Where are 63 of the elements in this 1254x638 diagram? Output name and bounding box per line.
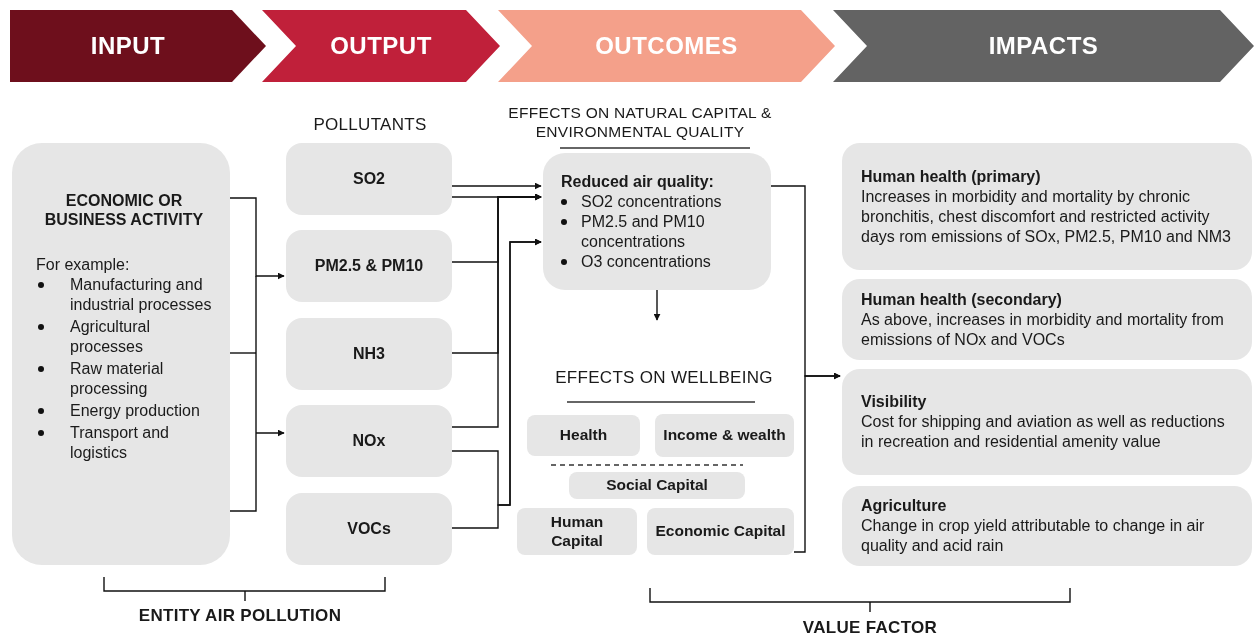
chevron-banner [833, 10, 1254, 82]
impact-description: As above, increases in morbidity and mortality from emissions of NOx and VOCs [861, 309, 1225, 350]
stage-title: OUTCOMES [595, 32, 738, 60]
box-label: PM2.5 & PM10 [314, 256, 424, 276]
box-heading: ECONOMIC OR BUSINESS ACTIVITY [43, 191, 205, 230]
wellbeing-box [647, 508, 794, 555]
impact-box [842, 486, 1252, 566]
impact-heading: Human health (primary) [861, 166, 1042, 187]
impact-box [842, 369, 1252, 475]
connector-arrow [451, 193, 542, 428]
wellbeing-box [517, 508, 637, 555]
impact-heading: Human health (secondary) [861, 289, 1063, 310]
pollutant-box [286, 493, 452, 565]
box-label: NH3 [353, 344, 385, 364]
stage-title: INPUT [90, 32, 166, 60]
bracket-label: ENTITY AIR POLLUTION [137, 606, 343, 627]
connector-line [229, 352, 257, 354]
stage-title: IMPACTS [988, 32, 1099, 60]
intro-text: For example: [36, 255, 131, 276]
wellbeing-box [569, 472, 745, 499]
impact-heading: Agriculture [861, 496, 948, 516]
impact-description: Change in crop yield attributable to change in air quality and acid rain [861, 516, 1206, 556]
wellbeing-box [655, 414, 794, 457]
activity-box [12, 143, 230, 565]
impact-description: Cost for shipping and aviation as well as reductions in recreation and residential amenity value [861, 412, 1226, 452]
box-label: Human Capital [549, 512, 605, 551]
connector-arrow [451, 182, 542, 190]
bullet-item: Energy production [70, 401, 200, 422]
section-heading: EFFECTS ON NATURAL CAPITAL & ENVIRONMENTAL QUALITY [507, 104, 773, 142]
box-label: Income & wealth [663, 426, 786, 445]
box-label: VOCs [347, 519, 391, 539]
bullet-item: Manufacturing and industrial processes [70, 275, 212, 316]
bullet-item: O3 concentrations [581, 251, 711, 272]
outcome-box [543, 153, 771, 290]
bullet-item: PM2.5 and PM10 concentrations [581, 211, 706, 252]
pollutant-box [286, 230, 452, 302]
impact-box [842, 279, 1252, 360]
section-heading: POLLUTANTS [312, 115, 428, 136]
bracket-label: VALUE FACTOR [801, 618, 939, 638]
pollutant-box [286, 405, 452, 477]
wellbeing-box [527, 415, 640, 456]
connector-arrow [653, 289, 661, 321]
pollutant-box [286, 143, 452, 215]
section-heading: EFFECTS ON WELLBEING [554, 368, 774, 389]
pollutant-box [286, 318, 452, 390]
box-label: Health [559, 426, 608, 445]
stage-title: OUTPUT [330, 32, 432, 60]
box-label: Economic Capital [655, 522, 786, 541]
impact-description: Increases in morbidity and mortality by chronic bronchitis, chest discomfort and restricted activity days rom emissions of SOx, PM2.5, PM10 and NM3 [861, 186, 1232, 247]
impact-heading: Visibility [861, 392, 928, 412]
bullet-item: Agricultural processes [70, 317, 152, 358]
bullet-item: Raw material processing [70, 359, 165, 400]
box-label: NOx [352, 431, 386, 451]
box-label: Social Capital [606, 476, 708, 495]
bullet-item: SO2 concentrations [581, 191, 722, 212]
box-heading: Reduced air quality: [561, 171, 715, 192]
connector-arrow [793, 372, 841, 553]
bullet-item: Transport and logistics [70, 423, 170, 464]
connector-arrow [229, 197, 285, 280]
chevron-banner [10, 10, 266, 82]
connector-arrow [229, 275, 285, 512]
box-label: SO2 [353, 169, 385, 189]
impact-box [842, 143, 1252, 270]
